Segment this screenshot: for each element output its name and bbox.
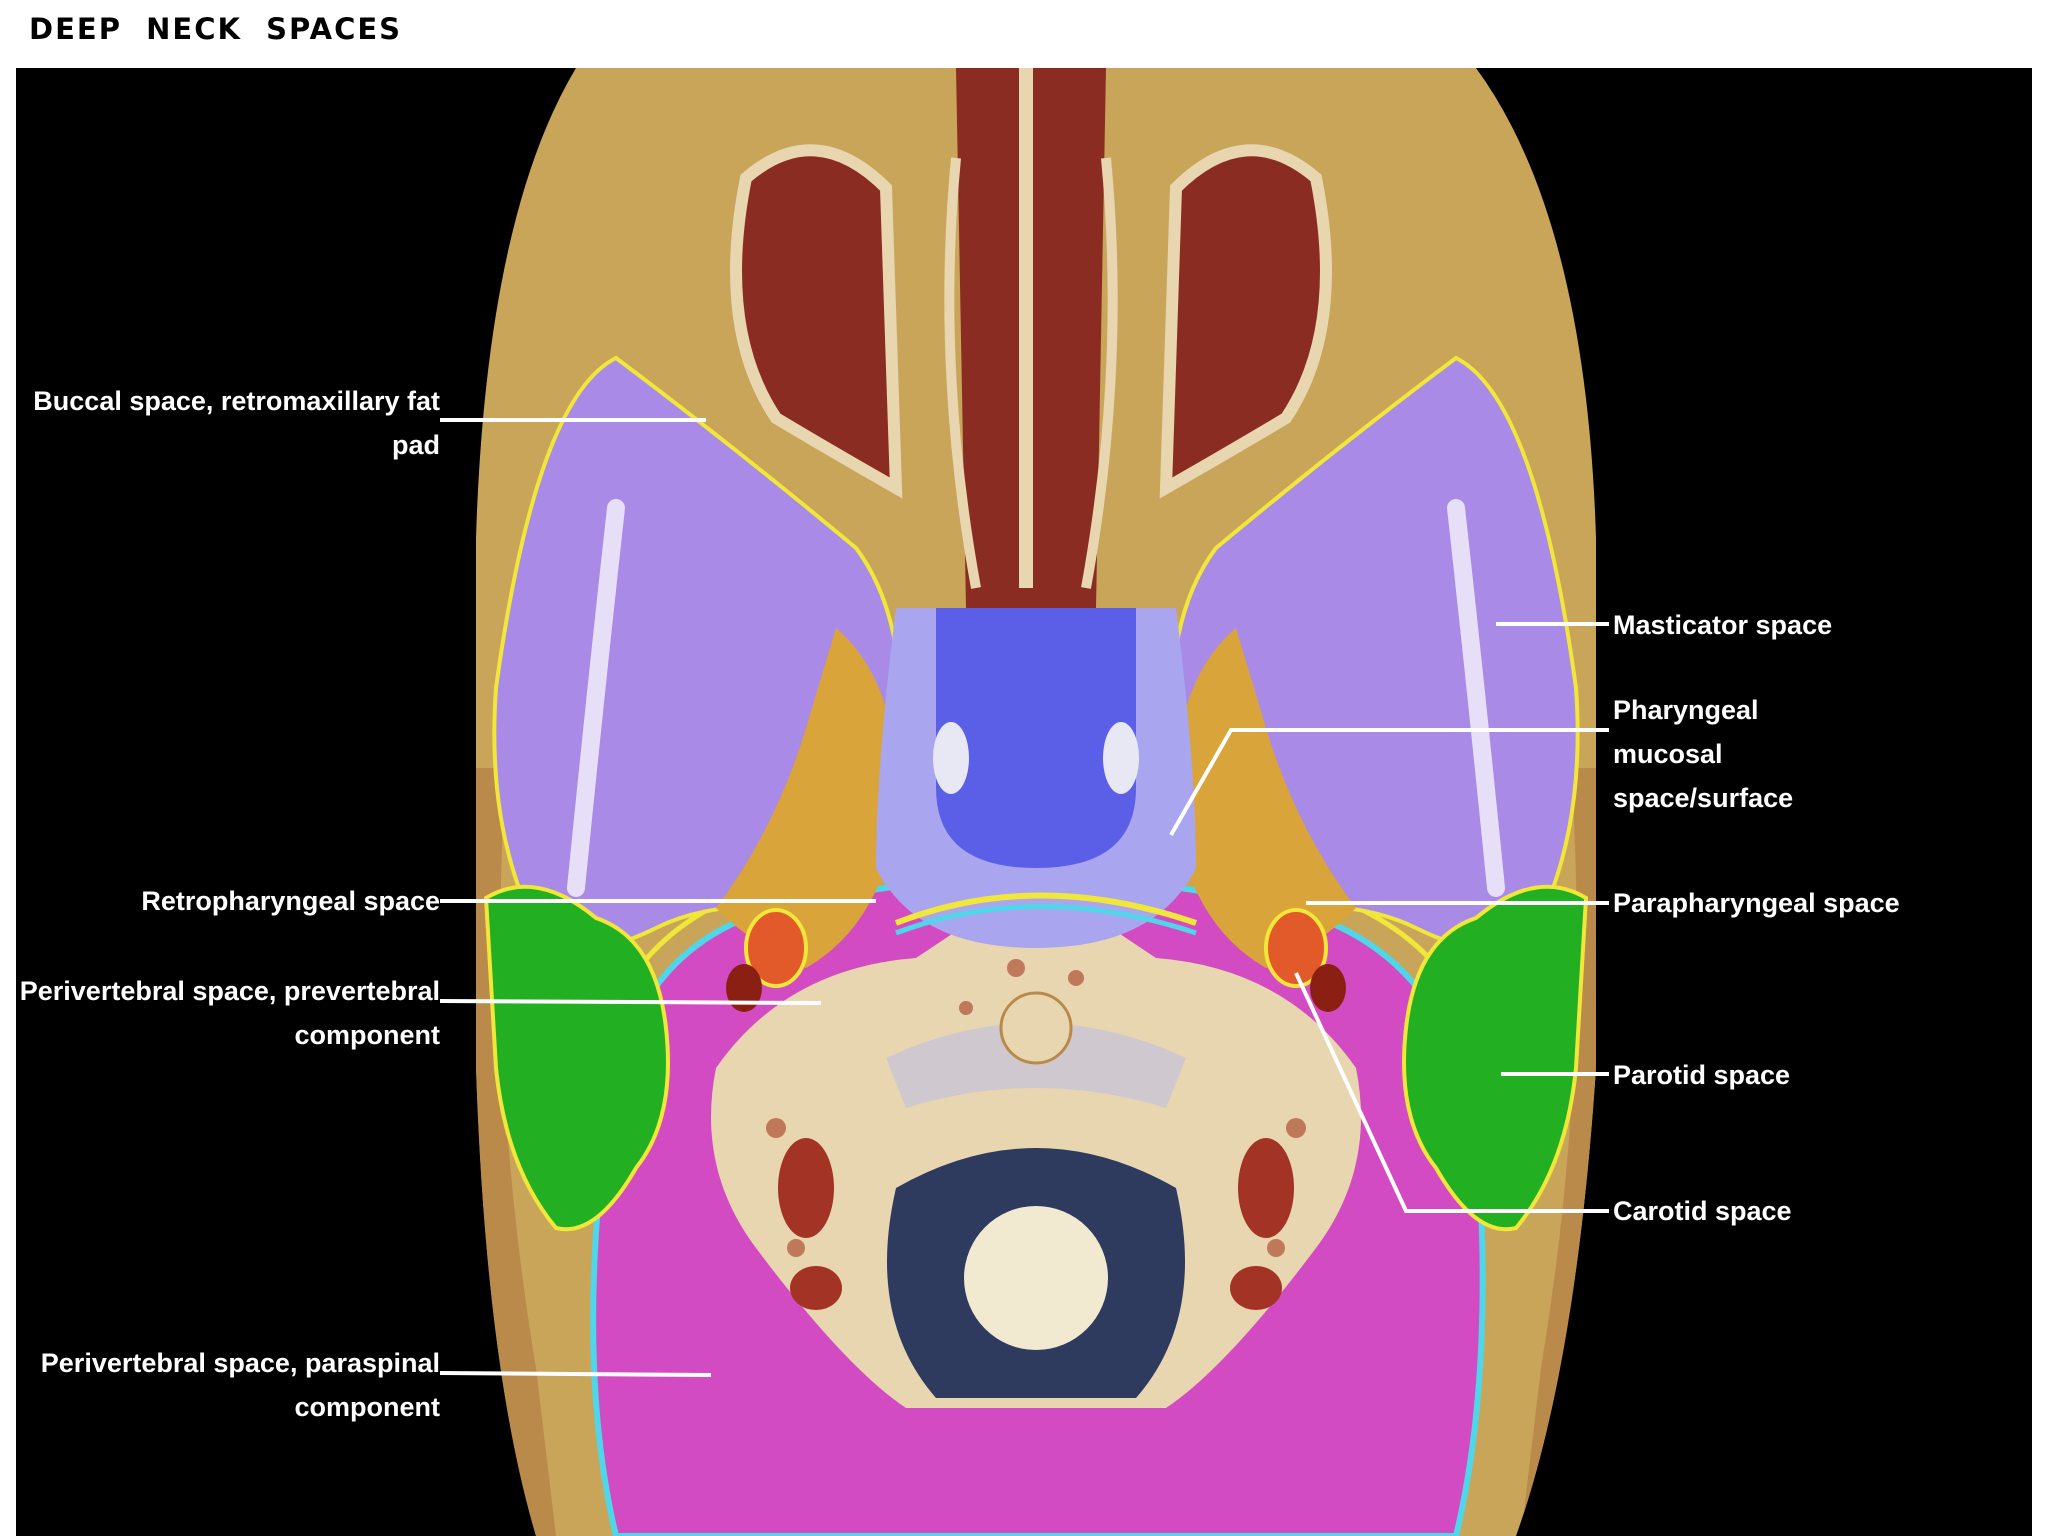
label-buccal-space: Buccal space, retromaxillary fat pad <box>33 386 440 460</box>
parapharyngeal-space-left <box>716 628 898 968</box>
maxillary-sinus-left <box>730 144 903 499</box>
vertebral-artery-right <box>1238 1138 1294 1238</box>
leader-paraspinal <box>439 1371 712 1377</box>
mandible-ramus-right <box>1447 499 1505 897</box>
label-masticator-space: Masticator space <box>1613 610 1833 640</box>
parotid-space-left <box>483 884 670 1232</box>
parotid-space-right <box>1402 884 1589 1232</box>
dens <box>999 991 1073 1065</box>
page-title: DEEP NECK SPACES <box>29 12 403 46</box>
mandible-ramus-left <box>567 499 625 897</box>
parapharyngeal-space-right <box>1174 628 1356 968</box>
anatomy-figure: Buccal space, retromaxillary fat pad Ret… <box>16 68 2032 1536</box>
label-pharyngeal-mucosal-space: Pharyngeal mucosal space/surface <box>1613 695 1794 813</box>
label-parapharyngeal-space: Parapharyngeal space <box>1613 888 1900 918</box>
leader-pharyngeal-mucosal <box>1169 728 1609 836</box>
leader-lines <box>439 418 1609 1377</box>
label-paraspinal-component: Perivertebral space, paraspinal componen… <box>40 1348 440 1422</box>
spinal-cord <box>964 1206 1108 1350</box>
vertebral-artery-left <box>778 1138 834 1238</box>
carotid-space-left <box>744 908 808 988</box>
label-prevertebral-component: Perivertebral space, prevertebral compon… <box>19 976 440 1050</box>
label-parotid-space: Parotid space <box>1613 1060 1791 1090</box>
atlas-arch <box>886 1023 1186 1108</box>
label-carotid-space: Carotid space <box>1613 1196 1792 1226</box>
pharyngeal-mucosal-space <box>936 608 1136 868</box>
retropharyngeal-space-band <box>894 892 1197 926</box>
maxillary-sinus-right <box>1159 144 1332 499</box>
neck-cross-section <box>439 68 1609 1536</box>
carotid-space-right <box>1264 908 1328 988</box>
leader-prevertebral <box>439 999 822 1005</box>
label-retropharyngeal-space: Retropharyngeal space <box>141 886 440 916</box>
leader-carotid <box>1294 972 1609 1213</box>
